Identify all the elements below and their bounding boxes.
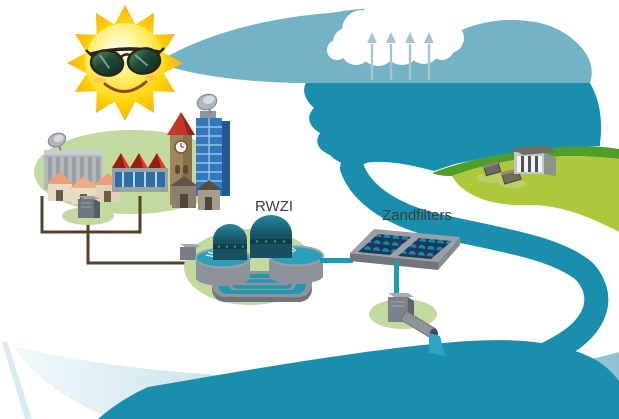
digester-dome-icon xyxy=(250,215,292,258)
satellite-dish-icon xyxy=(196,93,218,114)
up-arrow-icon xyxy=(424,32,434,80)
houses-row-icon xyxy=(46,172,122,204)
small-houses-icon xyxy=(170,176,222,210)
cloud-icon xyxy=(327,0,464,66)
effluent-pipe xyxy=(320,258,353,263)
water-jet xyxy=(429,333,445,356)
sand-filter-cell xyxy=(398,238,452,259)
shore-grass-patch xyxy=(476,173,508,183)
sun-smile xyxy=(103,80,148,93)
red-roof-factory-icon xyxy=(112,153,168,192)
evaporation-arrows-icon xyxy=(367,32,434,80)
skyscraper-icon xyxy=(196,93,230,196)
filtered-water-pipe xyxy=(394,261,399,297)
light-swoosh-sliver xyxy=(2,341,32,419)
sunglasses-icon xyxy=(85,47,165,77)
city-illustration xyxy=(34,93,230,214)
intake-building-icon xyxy=(511,145,557,176)
satellite-dish-icon xyxy=(47,132,67,151)
rwzi-plant xyxy=(180,215,324,305)
sewer-pipes xyxy=(40,196,185,265)
sewer-pump-station-icon xyxy=(62,196,114,225)
up-arrow-icon xyxy=(405,32,415,80)
sand-filter-cell xyxy=(358,234,411,255)
rwzi-label: RWZI xyxy=(255,198,293,215)
up-arrow-icon xyxy=(386,32,396,80)
outfall-pump xyxy=(369,293,445,356)
digester-dome-icon xyxy=(213,224,247,260)
sun-icon xyxy=(67,5,183,121)
up-arrow-icon xyxy=(367,32,377,80)
zandfilters-label: Zandfilters xyxy=(382,207,452,224)
rwzi-inlet-box-icon xyxy=(180,244,201,260)
river-bottom-mass xyxy=(98,340,619,419)
riverbank-dark-stripe xyxy=(432,146,619,176)
